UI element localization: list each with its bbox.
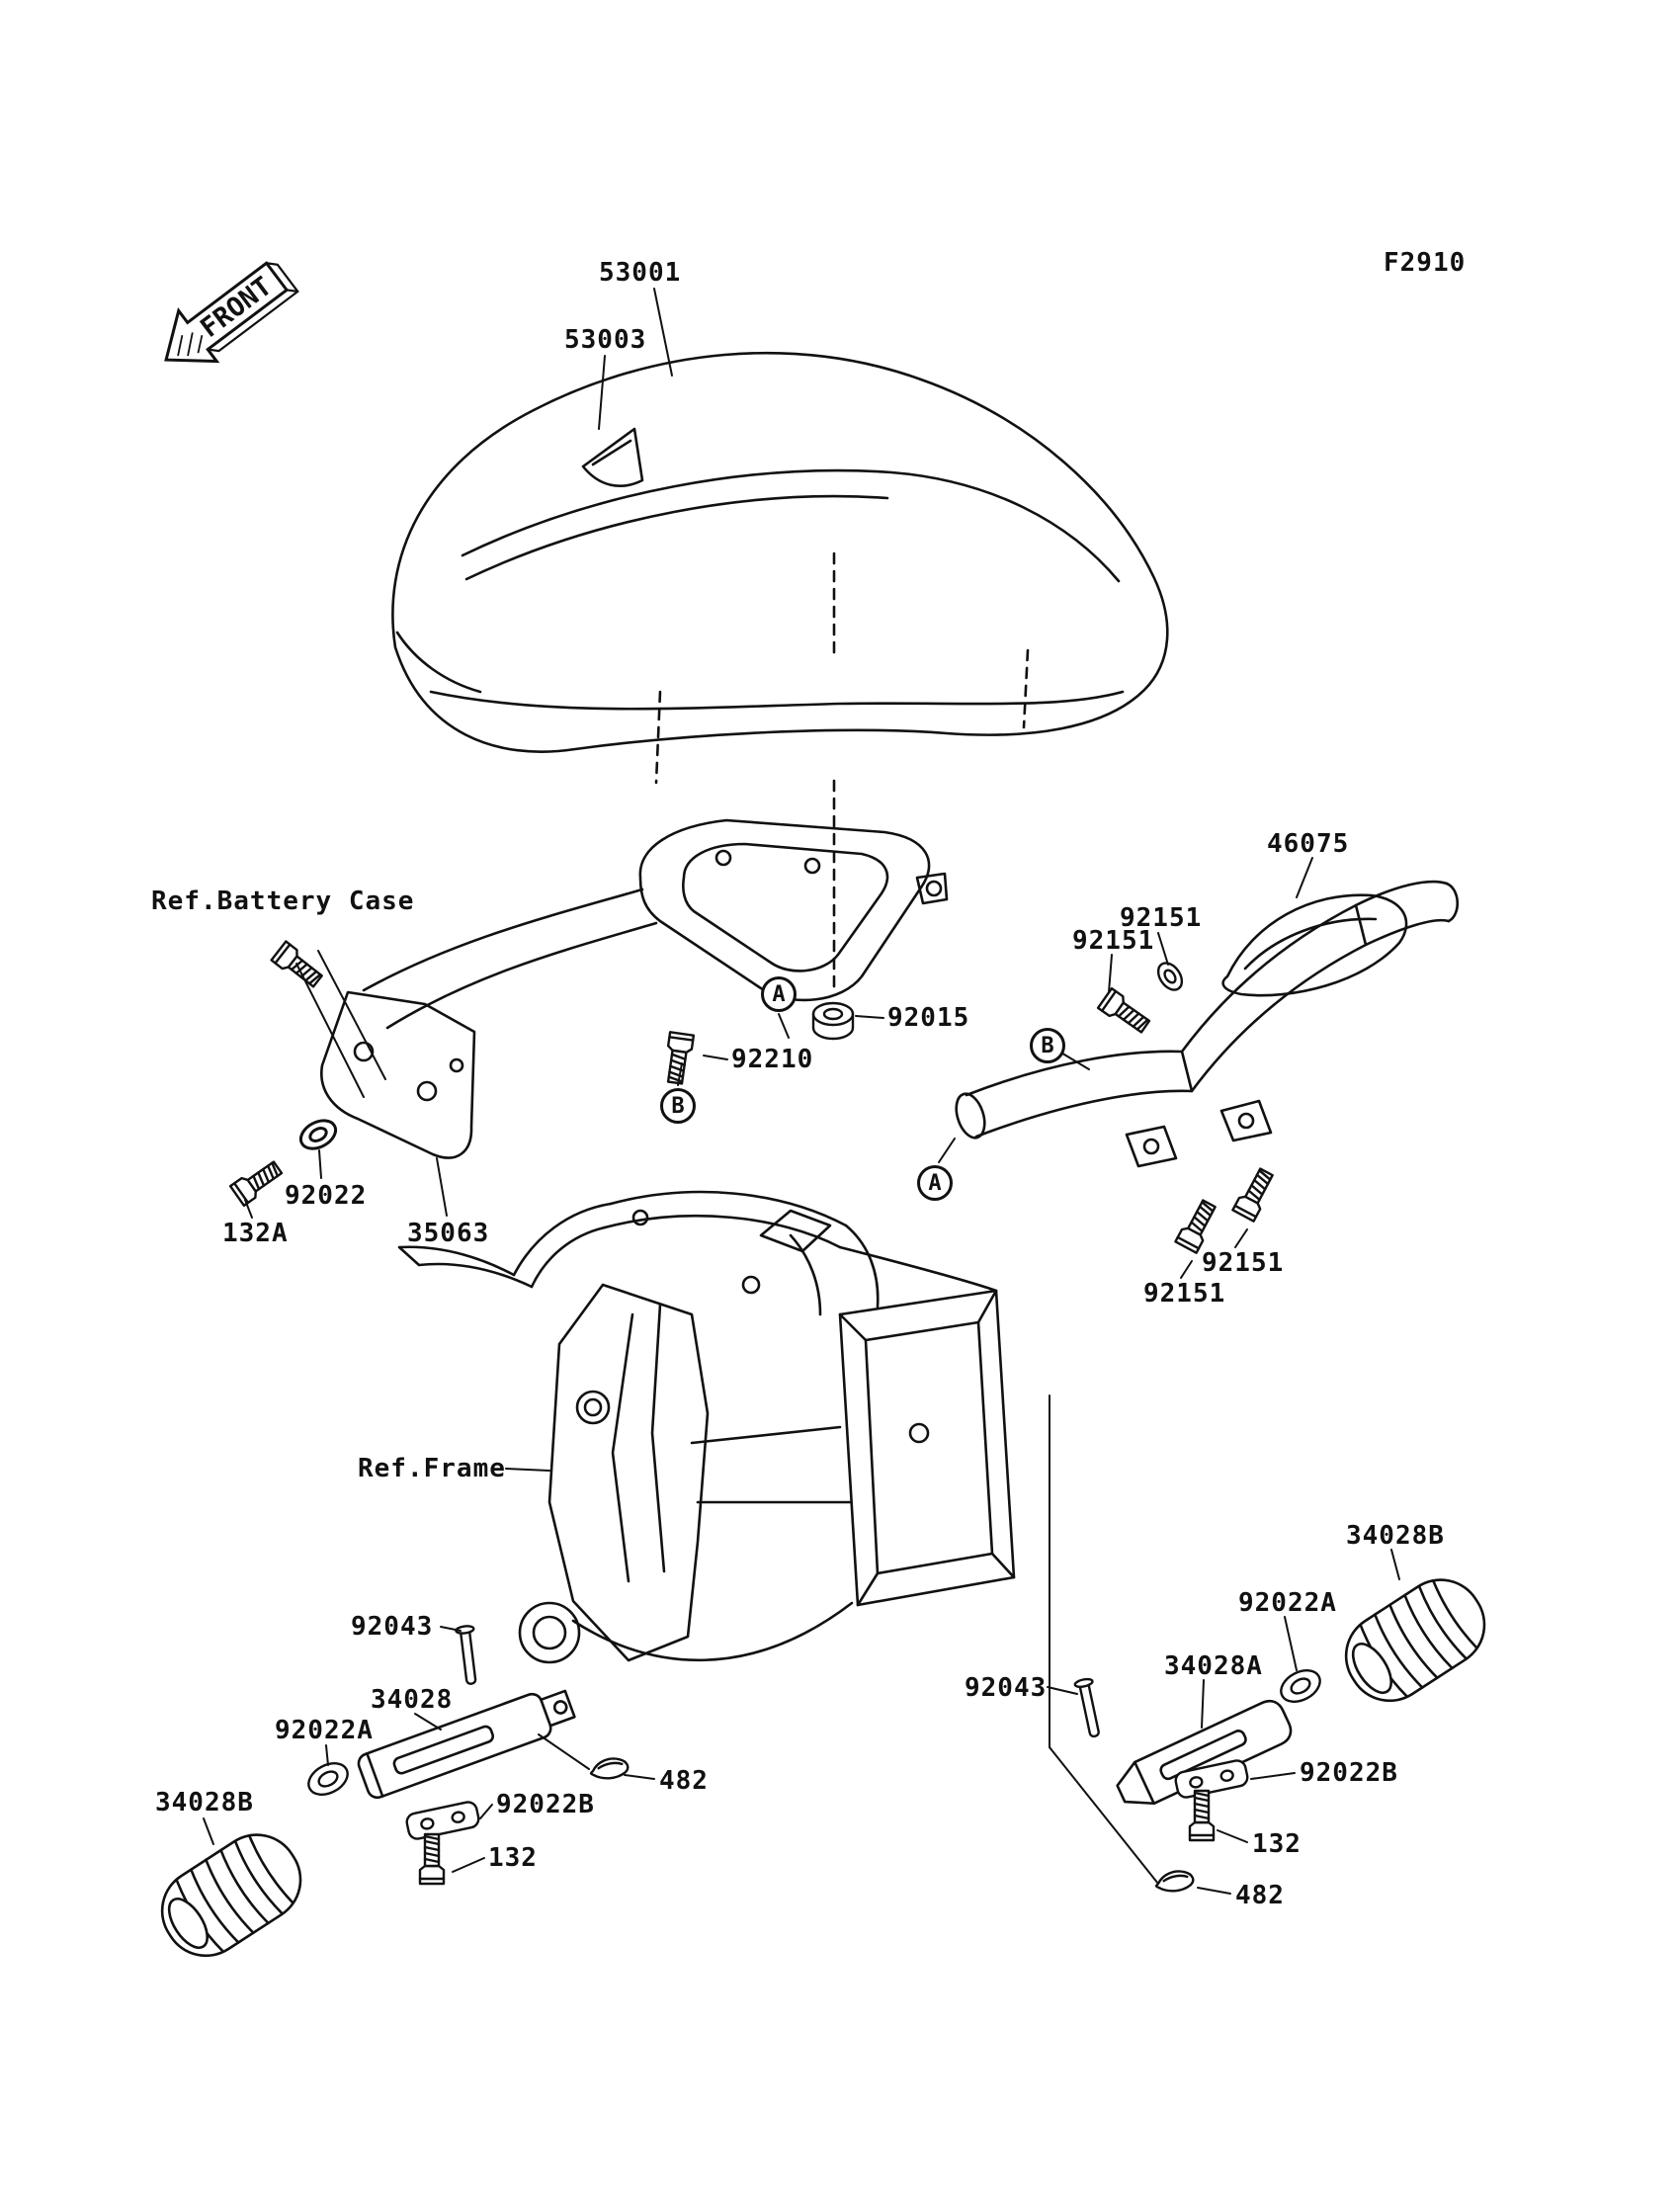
fasteners-upper: [228, 940, 1279, 1254]
part-label-92210: 92210: [731, 1045, 814, 1074]
part-label-35063: 35063: [407, 1219, 490, 1248]
part-label-46075: 46075: [1267, 829, 1350, 859]
part-label-482-2: 482: [1235, 1881, 1285, 1910]
part-label-92151-2: 92151: [1072, 926, 1155, 956]
frame-reference: [397, 1190, 1016, 1664]
part-label-34028b-1: 34028B: [155, 1788, 254, 1817]
footpeg-left: [144, 1624, 630, 1974]
footpeg-right: [1072, 1563, 1502, 1896]
callout-b-2: B: [1030, 1028, 1065, 1063]
part-label-92043-1: 92043: [351, 1612, 434, 1642]
ref-frame-label: Ref.Frame: [358, 1454, 506, 1483]
part-label-92022b-1: 92022B: [496, 1790, 595, 1819]
part-label-132-2: 132: [1252, 1829, 1302, 1859]
part-label-34028b-2: 34028B: [1346, 1521, 1445, 1551]
part-label-92022: 92022: [285, 1181, 368, 1211]
grab-bar: [955, 880, 1460, 1168]
ref-battery-case-label: Ref.Battery Case: [151, 887, 415, 916]
part-label-132a: 132A: [222, 1219, 289, 1248]
part-label-34028: 34028: [371, 1685, 454, 1715]
callout-a-2: A: [917, 1165, 953, 1201]
figure-code: F2910: [1384, 248, 1467, 278]
part-label-92151-1: 92151: [1120, 903, 1203, 933]
part-label-92015: 92015: [887, 1003, 970, 1033]
leader-lines: [203, 288, 1400, 1895]
part-label-92151-3: 92151: [1202, 1248, 1285, 1278]
callout-b-1: B: [660, 1088, 696, 1124]
callout-a-1: A: [761, 976, 797, 1012]
part-label-92043-2: 92043: [965, 1673, 1048, 1703]
part-label-53001: 53001: [599, 258, 682, 288]
front-arrow: FRONT: [164, 261, 299, 364]
seat: [391, 351, 1169, 992]
part-label-482-1: 482: [659, 1766, 709, 1796]
part-label-92022b-2: 92022B: [1300, 1758, 1398, 1788]
part-label-34028a: 34028A: [1164, 1651, 1263, 1681]
part-label-92022a-2: 92022A: [1238, 1588, 1337, 1618]
part-label-92022a-1: 92022A: [275, 1716, 374, 1745]
part-label-132-1: 132: [488, 1843, 538, 1873]
part-label-92151-4: 92151: [1143, 1279, 1226, 1309]
seat-bracket-rail: [320, 818, 949, 1159]
part-label-53003: 53003: [564, 325, 647, 355]
